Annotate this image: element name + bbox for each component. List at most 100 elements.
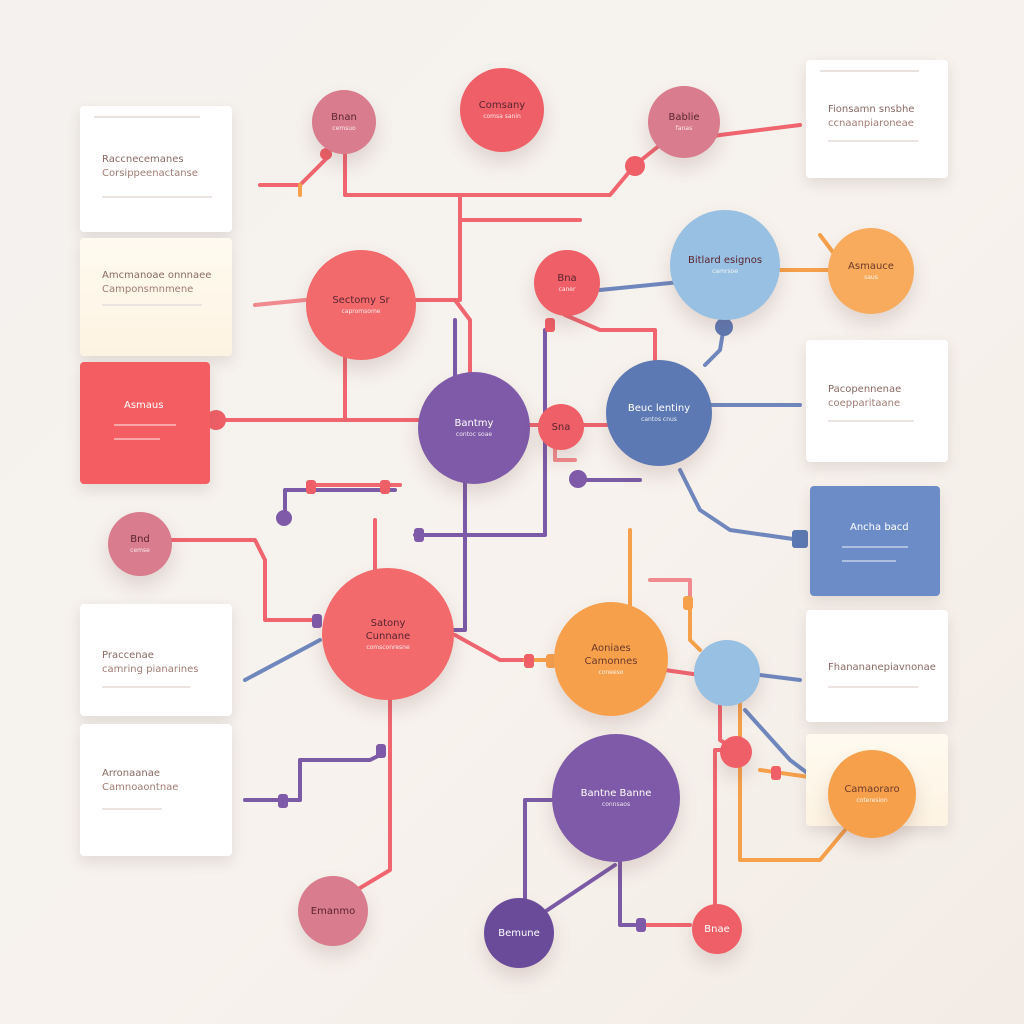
node-top-left[interactable]: Bnan cemsuo <box>312 90 376 154</box>
node-title: Comsany <box>478 100 526 111</box>
wire <box>258 153 332 187</box>
node-subtitle: camrsoe <box>712 268 738 275</box>
node-subtitle: cemsuo <box>332 125 356 132</box>
wire <box>678 468 802 542</box>
wire <box>538 863 617 917</box>
info-card-left-2: Amcmanoae onnnaee Camponsmnmene <box>80 238 232 356</box>
wire <box>168 538 322 622</box>
node-pink-left[interactable]: Bnd cemse <box>108 512 172 576</box>
connector-plug <box>683 596 693 610</box>
info-card-right-2: Pacopennenae coepparitaane <box>806 340 948 462</box>
node-title: Camaoraro <box>844 784 900 795</box>
node-purple-bottom[interactable]: Bantne Banne connsaos <box>552 734 680 862</box>
node-red-large-left[interactable]: Sectomy Sr capromsome <box>306 250 416 360</box>
node-title: Bna <box>557 273 577 284</box>
wire <box>758 673 802 682</box>
connector-plug <box>414 528 424 542</box>
info-card-left-3: Praccenae camring pianarines <box>80 604 232 716</box>
card-line <box>102 808 162 810</box>
card-title: Fionsamn snsbhe <box>828 104 915 115</box>
node-subtitle: cantos cnus <box>641 416 677 423</box>
wire <box>413 218 462 302</box>
card-subtitle: Corsippeenactanse <box>102 168 198 179</box>
wire <box>253 298 307 307</box>
card-title: Asmaus <box>124 400 164 411</box>
node-title-2: Camonnes <box>584 655 638 667</box>
wire <box>553 443 577 462</box>
wire <box>413 298 472 377</box>
node-title: Bnd <box>130 534 150 545</box>
node-orange-bottom-right[interactable]: Camaoraro coteresion <box>828 750 916 838</box>
node-subtitle: cemse <box>130 547 150 554</box>
node-orange-center[interactable]: Aoniaes Camonnes coneeso <box>554 602 668 716</box>
node-red-small-link[interactable] <box>720 736 752 768</box>
node-subtitle: comsa sanin <box>483 113 521 120</box>
wire <box>688 598 702 652</box>
card-line <box>114 424 176 426</box>
node-sky-small[interactable] <box>694 640 760 706</box>
node-title: Bnan <box>331 112 357 123</box>
node-navy-mid[interactable]: Beuc lentiny cantos cnus <box>606 360 712 466</box>
node-blue-top[interactable]: Bitlard esignos camrsoe <box>670 210 780 320</box>
connector-dot <box>569 470 587 488</box>
card-line <box>842 546 908 548</box>
node-title: Bitlard esignos <box>687 255 763 266</box>
info-card-right-1: Fionsamn snsbhe ccnaanpiaroneae <box>806 60 948 178</box>
card-line <box>102 686 190 688</box>
node-top-right[interactable]: Bablie fanas <box>648 86 720 158</box>
node-subtitle: connsaos <box>601 801 631 808</box>
card-subtitle: Camnoaontnae <box>102 782 179 793</box>
info-card-left-4: Arronaanae Camnoaontnae <box>80 724 232 856</box>
node-title: Bnae <box>704 923 730 935</box>
card-divider <box>820 70 920 72</box>
node-subtitle: capromsome <box>341 308 381 315</box>
connector-plug <box>306 480 316 494</box>
info-card-right-3: Fhanananepiavnonae <box>806 610 948 722</box>
node-purple-small-bottom[interactable]: Bemune <box>484 898 554 968</box>
node-title: Sectomy Sr <box>332 295 390 306</box>
wire <box>413 328 547 537</box>
node-title: Emanmo <box>310 905 356 917</box>
card-subtitle: camring pianarines <box>102 664 199 675</box>
card-title: Fhanananepiavnonae <box>828 662 936 673</box>
card-line <box>102 196 212 198</box>
node-red-small-mid[interactable]: Bna caner <box>534 250 600 316</box>
node-subtitle: comsconresne <box>366 643 410 651</box>
node-title-2: Cunnane <box>365 630 411 642</box>
node-subtitle: fanas <box>675 125 693 132</box>
wire <box>523 798 557 917</box>
wire <box>453 633 557 662</box>
node-red-big-bottom[interactable]: Satony Cunnane comsconresne <box>322 568 454 700</box>
connector-plug <box>278 794 288 808</box>
connector-plug <box>380 480 390 494</box>
wire <box>618 858 642 927</box>
node-title: Bantne Banne <box>580 788 652 799</box>
wire <box>343 143 582 222</box>
card-line <box>828 140 918 142</box>
connector-plug <box>376 744 386 758</box>
node-subtitle: caner <box>558 286 576 293</box>
connector-dot <box>715 318 733 336</box>
card-title: Ancha bacd <box>850 522 909 533</box>
card-title: Praccenae <box>102 650 154 661</box>
wire <box>243 638 322 682</box>
info-card-left-red: Asmaus <box>80 362 210 484</box>
wire <box>283 488 397 517</box>
card-title: Amcmanoae onnnaee <box>102 270 212 281</box>
node-orange-top-right[interactable]: Asmauce saus <box>828 228 914 314</box>
node-pink-bottom[interactable]: Emanmo <box>298 876 368 946</box>
card-line <box>828 686 918 688</box>
node-red-bottom-right[interactable]: Bnae <box>692 904 742 954</box>
node-red-small-center[interactable]: Sna <box>538 404 584 450</box>
node-purple-center[interactable]: Bantmy contoc soae <box>418 372 530 484</box>
card-subtitle: ccnaanpiaroneae <box>828 118 914 129</box>
node-subtitle: contoc soae <box>455 431 493 438</box>
connector-plug <box>545 318 555 332</box>
wire <box>458 163 637 197</box>
card-divider <box>94 116 201 118</box>
card-line <box>828 420 914 422</box>
node-top-center[interactable]: Comsany comsa sanin <box>460 68 544 152</box>
node-subtitle: coteresion <box>856 797 888 804</box>
wire <box>338 693 392 902</box>
node-title: Sna <box>551 421 571 433</box>
